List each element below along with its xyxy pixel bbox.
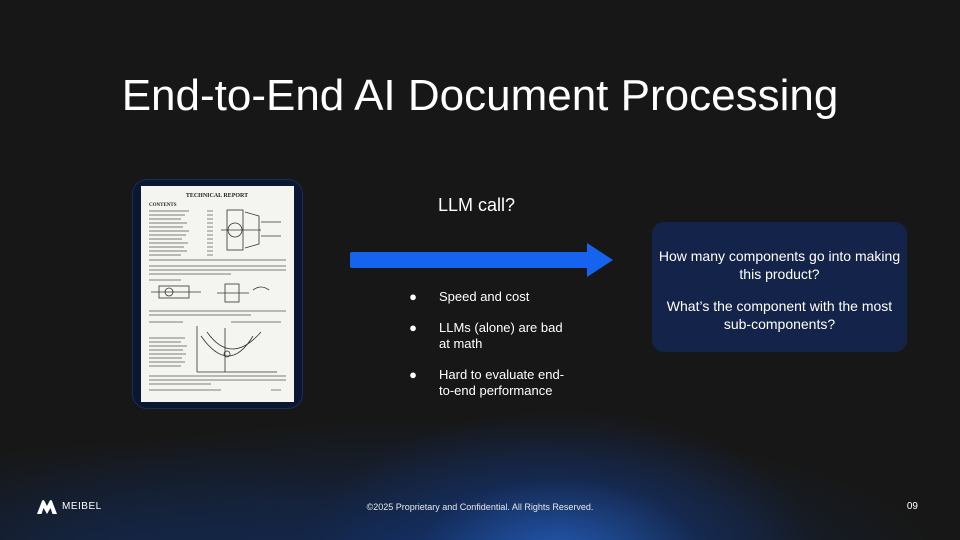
bullet-icon: ● (409, 320, 417, 335)
meibel-logo-icon (37, 500, 57, 514)
list-item: ● LLMs (alone) are bad at math (408, 320, 568, 352)
report-heading: TECHNICAL REPORT (186, 193, 248, 199)
contents-heading: CONTENTS (149, 203, 177, 208)
brand-name: MEIBEL (62, 501, 102, 512)
slide-title: End-to-End AI Document Processing (121, 71, 839, 120)
bullet-text: Speed and cost (439, 289, 530, 304)
bullet-text: LLMs (alone) are bad at math (439, 320, 563, 351)
document-page-image: TECHNICAL REPORT CONTENTS (141, 186, 294, 402)
document-thumbnail-card: TECHNICAL REPORT CONTENTS (133, 180, 302, 408)
question-text: How many components go into making this … (658, 248, 901, 282)
list-item: ● Hard to evaluate end-to-end performanc… (408, 367, 568, 399)
bullet-icon: ● (409, 289, 417, 304)
bullet-text: Hard to evaluate end-to-end performance (439, 367, 565, 398)
copyright-footer: ©2025 Proprietary and Confidential. All … (366, 502, 594, 512)
page-number: 09 (906, 501, 918, 512)
process-arrow-icon (350, 243, 613, 277)
list-item: ● Speed and cost (408, 289, 568, 305)
question-text: What’s the component with the most sub-c… (666, 298, 893, 332)
bullet-icon: ● (409, 367, 417, 382)
question-box: How many components go into making this … (652, 222, 907, 352)
bullet-list: ● Speed and cost ● LLMs (alone) are bad … (408, 289, 568, 414)
llm-call-label: LLM call? (438, 195, 516, 215)
technical-report-scan: TECHNICAL REPORT CONTENTS (149, 193, 286, 391)
